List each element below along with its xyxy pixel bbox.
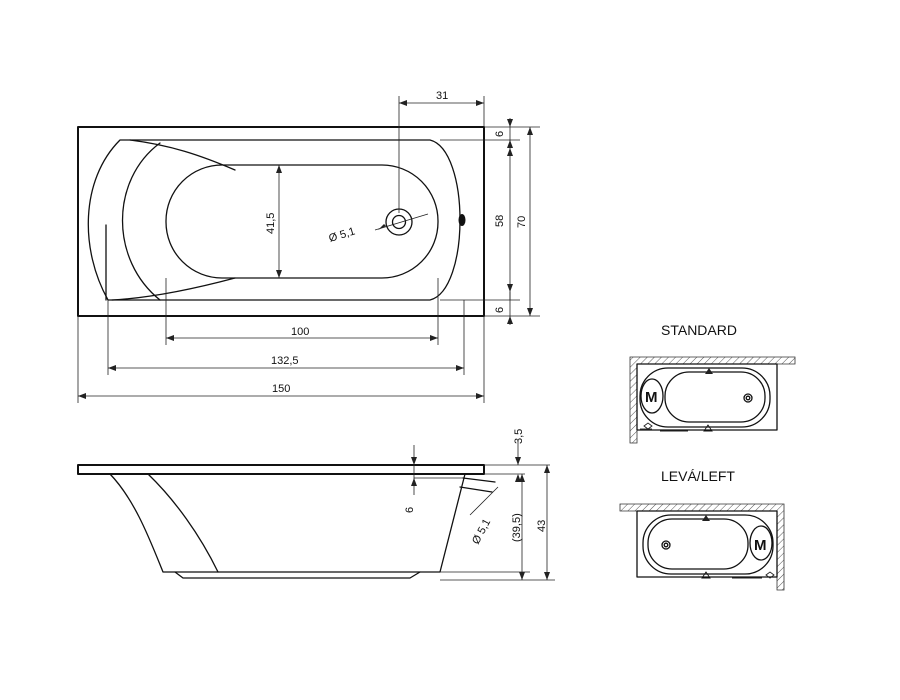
dim-39-5: (39,5)	[511, 513, 523, 542]
dim-3-5: 3,5	[513, 429, 525, 444]
dim-side-6: 6	[404, 507, 416, 513]
dim-100: 100	[291, 326, 309, 338]
dim-top-6: 6	[494, 131, 506, 137]
side-drain-diameter-label: Ø 5,1	[470, 517, 493, 546]
headrest-lines	[111, 139, 236, 301]
side-body	[109, 473, 466, 573]
dim-58: 58	[494, 215, 506, 227]
standard-motor-label: M	[645, 389, 658, 406]
dim-41-5: 41,5	[265, 213, 277, 234]
side-view: 3,5 6 Ø 5,1 (39,5) 43	[77, 429, 555, 581]
left-motor-label: M	[754, 537, 767, 554]
dim-43: 43	[536, 520, 548, 532]
drain-diameter-label: Ø 5,1	[327, 226, 356, 245]
dim-31: 31	[436, 90, 448, 102]
left-title: LEVÁ/LEFT	[661, 468, 735, 484]
side-drain-pipe	[459, 477, 496, 493]
tub-outer-rim	[77, 126, 485, 317]
drain-leader	[374, 213, 429, 231]
dim-bottom-6: 6	[494, 307, 506, 313]
side-headrest-curve	[147, 473, 219, 573]
inner-bottom	[165, 164, 439, 279]
side-feet	[174, 571, 421, 579]
headrest-curve	[122, 142, 161, 301]
basin-outline	[87, 139, 461, 301]
variant-left: LEVÁ/LEFT M	[619, 468, 785, 591]
dim-150: 150	[272, 383, 290, 395]
dim-70: 70	[516, 216, 528, 228]
top-view: Ø 5,1 31 6 58 6 70 41,5	[77, 90, 540, 403]
dim-132-5: 132,5	[271, 355, 299, 367]
standard-title: STANDARD	[661, 322, 737, 338]
overflow-hole	[458, 214, 466, 226]
variant-standard: STANDARD M	[629, 322, 796, 444]
drain-inner-circle	[391, 214, 407, 230]
side-rim	[77, 464, 485, 475]
